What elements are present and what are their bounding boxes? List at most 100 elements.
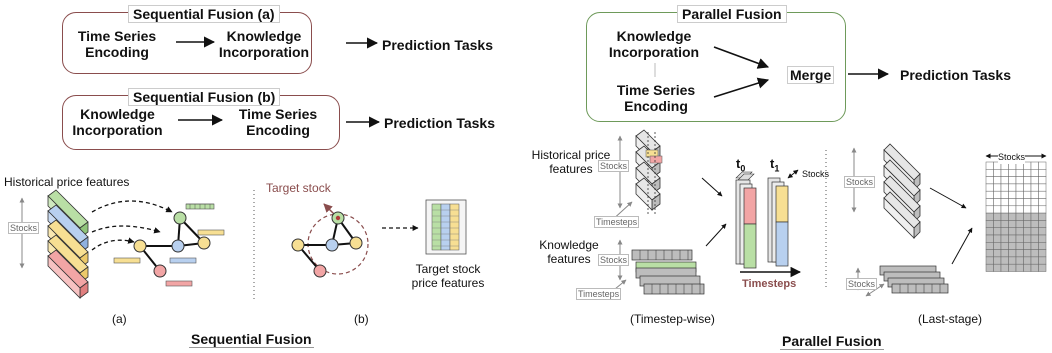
grid-cell <box>1038 263 1047 272</box>
grid-cell <box>1023 249 1032 258</box>
grid-cell <box>1030 249 1039 258</box>
grid-cell <box>1000 169 1009 177</box>
par-arrow-t <box>713 77 770 98</box>
grid-cell <box>1008 190 1017 199</box>
grid-cell <box>1030 176 1039 185</box>
grid-cell <box>993 227 1002 236</box>
grid-cell <box>1015 205 1024 214</box>
seq-target-stock: Target stock <box>266 181 331 195</box>
grid-cell <box>1023 242 1032 250</box>
grid-cell <box>1038 249 1047 258</box>
grid-cell <box>1030 242 1039 250</box>
t1-stocks-label: Stocks <box>802 169 830 179</box>
grid-cell <box>985 169 994 177</box>
grid-cell <box>1038 183 1047 192</box>
grid-cell <box>993 176 1002 185</box>
seq-stack <box>19 189 89 299</box>
grid-cell <box>993 205 1002 214</box>
last-know-stocks: Stocks <box>846 278 878 290</box>
grid-cell <box>993 263 1002 272</box>
grid-cell <box>1015 190 1024 199</box>
seq-graph-a <box>113 203 225 287</box>
grid-cell <box>985 190 994 199</box>
grid-cell <box>1015 256 1024 265</box>
par-knowledge-stack <box>603 239 705 299</box>
grid-cell <box>1023 205 1032 214</box>
par-hist-stack <box>609 129 663 223</box>
grid-cell <box>1030 227 1039 236</box>
seq-hist-label: Historical price features <box>4 175 130 189</box>
grid-cell <box>1000 183 1009 192</box>
seq-stocks-label: Stocks <box>8 222 40 234</box>
grid-cell <box>1008 169 1017 177</box>
t0-tower <box>735 171 757 269</box>
grid-cell <box>1015 263 1024 272</box>
grid-cell <box>1000 198 1009 207</box>
grid-cell <box>1008 176 1017 185</box>
grid-cell <box>1000 190 1009 199</box>
grid-cell <box>1000 249 1009 258</box>
grid-cell <box>1015 227 1024 236</box>
grid-cell <box>1015 234 1024 243</box>
par-know-timesteps: Timesteps <box>576 288 622 300</box>
seq-dash-3 <box>91 237 135 251</box>
grid-cell <box>1030 161 1039 170</box>
last-hist-stocks: Stocks <box>844 176 876 188</box>
grid-cell <box>1008 183 1017 192</box>
last-arrow-know <box>951 227 973 265</box>
grid-cell <box>1000 242 1009 250</box>
grid-cell <box>1008 205 1017 214</box>
last-know-stack <box>855 265 949 297</box>
seq-dash-1 <box>91 200 173 213</box>
grid-cell <box>985 212 994 221</box>
grid-cell <box>1015 212 1024 221</box>
grid-cell <box>1038 220 1047 228</box>
grid-cell <box>985 220 994 228</box>
grid-cell <box>1023 227 1032 236</box>
par-hist-timesteps: Timesteps <box>594 216 640 228</box>
grid-cell <box>1023 234 1032 243</box>
grid-cell <box>1015 198 1024 207</box>
par-know-stocks: Stocks <box>598 254 630 266</box>
grid-cell <box>993 198 1002 207</box>
grid-cell <box>1015 183 1024 192</box>
last-arrow-hist <box>929 187 967 209</box>
grid-cell <box>1030 263 1039 272</box>
grid-cell <box>1008 249 1017 258</box>
grid-cell <box>985 227 994 236</box>
grid-cell <box>1030 183 1039 192</box>
grid-cell <box>1030 220 1039 228</box>
grid-cell <box>1008 212 1017 221</box>
grid-cell <box>1038 198 1047 207</box>
grid-cell <box>1008 227 1017 236</box>
grid-cell <box>1038 212 1047 221</box>
grid-cell <box>1038 242 1047 250</box>
grid-cell <box>1000 256 1009 265</box>
seq-b-output: Prediction Tasks <box>384 115 496 131</box>
seq-graph-b <box>291 203 369 278</box>
grid-cell <box>1038 205 1047 214</box>
grid-cell <box>993 256 1002 265</box>
seq-dash-2 <box>91 225 161 234</box>
grid-cell <box>985 161 994 170</box>
seq-b-title: Sequential Fusion (b) <box>128 88 281 106</box>
last-output-grid <box>985 161 1047 272</box>
grid-cell <box>1000 212 1009 221</box>
grid-cell <box>1023 220 1032 228</box>
t1-tower <box>767 169 799 267</box>
grid-cell <box>1030 190 1039 199</box>
grid-cell <box>985 198 994 207</box>
grid-cell <box>1000 220 1009 228</box>
t1-label: t1 <box>770 156 780 174</box>
grid-cell <box>993 234 1002 243</box>
grid-cell <box>985 249 994 258</box>
grid-cell <box>985 256 994 265</box>
grid-cell <box>985 263 994 272</box>
grid-cell <box>1023 198 1032 207</box>
grid-cell <box>1030 212 1039 221</box>
target-feature-grid <box>425 199 467 255</box>
